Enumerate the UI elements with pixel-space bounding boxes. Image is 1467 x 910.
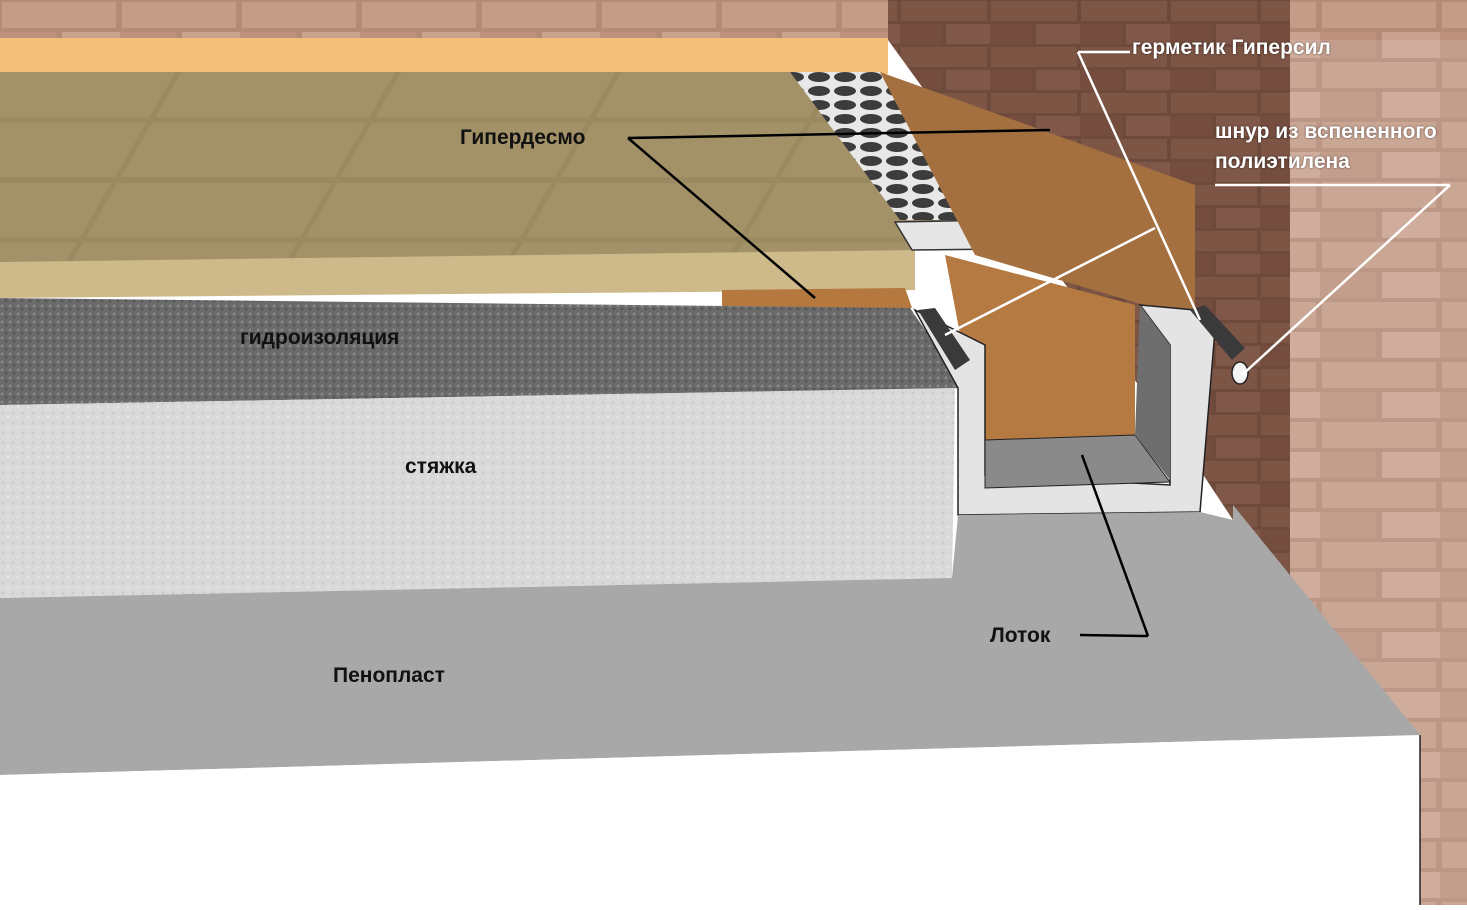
skirting-board: [0, 38, 888, 74]
foam-cord: [1231, 361, 1249, 385]
foam-board-top: [0, 505, 1420, 775]
tile-floor: [0, 72, 1100, 290]
label-waterproofing: гидроизоляция: [240, 326, 400, 349]
leader-sealant: [944, 50, 1202, 337]
tray-interior: [945, 255, 1135, 440]
label-hyperdesmo: Гипердесмо: [460, 126, 586, 149]
leader-tray: [1079, 454, 1150, 638]
sealant-left: [918, 308, 970, 370]
waterproofing-layer: [0, 298, 965, 405]
tile-floor-edge: [0, 250, 915, 298]
hyperdesmo-membrane-wall: [880, 72, 1195, 320]
tray-inner-wall: [1135, 305, 1170, 480]
leader-hyperdesmo: [627, 128, 1051, 299]
label-sealant: герметик Гиперсил: [1132, 36, 1331, 59]
label-tray: Лоток: [990, 624, 1051, 647]
label-foam: Пенопласт: [333, 664, 445, 687]
label-cord-line2: полиэтилена: [1215, 150, 1350, 173]
leader-cord: [1215, 183, 1451, 376]
tray-bottom: [984, 434, 1171, 489]
foam-board-front: [0, 735, 1420, 905]
label-screed: стяжка: [405, 455, 477, 478]
screed-layer: [0, 388, 955, 598]
sealant-right: [1190, 305, 1245, 360]
label-cord-line1: шнур из вспененного: [1215, 120, 1437, 143]
hyperdesmo-strip: [722, 288, 912, 310]
